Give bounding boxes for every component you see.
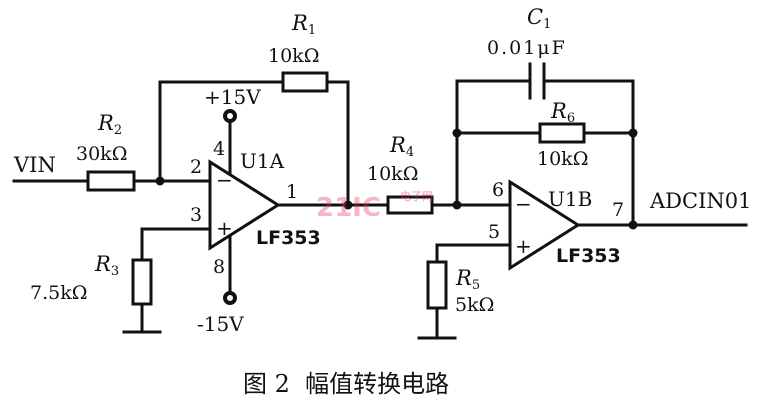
- r2-value: 30kΩ: [76, 143, 127, 165]
- capacitor-c1: [528, 62, 546, 100]
- u1b-name: U1B: [548, 187, 592, 211]
- u1a-pin-vpos: 4: [213, 138, 225, 160]
- u1b-plus: +: [515, 234, 532, 258]
- output-label: ADCIN01: [649, 189, 751, 213]
- junction-dot: [155, 176, 165, 186]
- vpos-terminal: [223, 109, 237, 123]
- u1a-minus: −: [216, 168, 233, 192]
- r6-value: 10kΩ: [537, 148, 588, 170]
- u1b-pin-noninverting: 5: [488, 221, 500, 243]
- r6-label: R6: [550, 99, 575, 126]
- watermark-logo: 21IC: [316, 193, 381, 223]
- junction-dot: [628, 128, 638, 138]
- u1b-part: LF353: [556, 245, 621, 267]
- u1a-pin-vneg: 8: [213, 256, 225, 278]
- r4-value: 10kΩ: [367, 163, 418, 185]
- resistor-r1: [281, 71, 329, 93]
- vneg-label: -15V: [197, 312, 244, 336]
- vpos-label: +15V: [204, 85, 261, 109]
- wiring: [12, 79, 748, 340]
- resistor-r4: [386, 195, 434, 215]
- junction-dot: [628, 220, 638, 230]
- u1a-pin-output: 1: [286, 181, 298, 203]
- junction-dot: [452, 128, 462, 138]
- opamp-u1a: [208, 159, 281, 251]
- r4-label: R4: [389, 133, 414, 160]
- watermark-sub: 电子网: [400, 189, 433, 203]
- u1a-name: U1A: [240, 149, 285, 173]
- figure-caption: 图 2 幅值转换电路: [243, 370, 449, 398]
- c1-label: C1: [527, 5, 551, 32]
- resistor-r6: [538, 122, 586, 144]
- r2-label: R2: [97, 111, 122, 138]
- input-label: VIN: [13, 153, 56, 177]
- r1-value: 10kΩ: [268, 45, 319, 67]
- u1b-minus: −: [515, 192, 532, 216]
- c1-value: 0.01μF: [487, 37, 567, 59]
- r3-label: R3: [94, 252, 119, 279]
- u1b-pin-output: 7: [612, 199, 624, 221]
- r1-label: R1: [291, 11, 316, 38]
- u1a-pin-noninverting: 3: [190, 204, 202, 226]
- resistor-r5: [426, 260, 448, 310]
- r3-value: 7.5kΩ: [30, 282, 87, 304]
- r5-label: R5: [455, 266, 480, 293]
- u1a-part: LF353: [256, 227, 321, 249]
- junction-dot: [452, 200, 462, 210]
- u1a-plus: +: [216, 216, 233, 240]
- u1a-pin-inverting: 2: [190, 156, 202, 178]
- opamp-u1b: [508, 179, 581, 271]
- u1b-pin-inverting: 6: [492, 179, 504, 201]
- resistor-r3: [131, 258, 153, 306]
- vneg-terminal: [223, 291, 237, 305]
- r5-value: 5kΩ: [455, 294, 494, 316]
- resistor-r2: [86, 170, 136, 192]
- junction-dot: [343, 200, 353, 210]
